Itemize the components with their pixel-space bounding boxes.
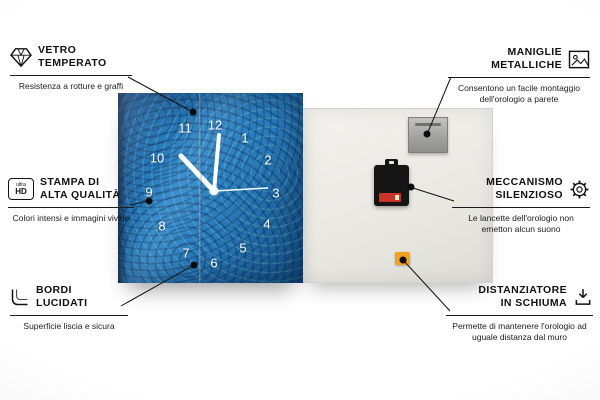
metal-handle — [408, 117, 448, 153]
title-line: STAMPA DI — [40, 176, 100, 188]
callout-description: Le lancette dell'orologio non emetton al… — [468, 213, 574, 235]
callout-title-row: VETRO TEMPERATO — [10, 44, 132, 77]
hour-hand — [178, 153, 217, 194]
callout-vetro-temperato: VETRO TEMPERATO Resistenza a rotture e g… — [10, 44, 132, 92]
clock-number: 12 — [207, 117, 223, 133]
battery — [379, 193, 401, 202]
clock-number: 6 — [210, 255, 218, 271]
callout-title: BORDI LUCIDATI — [36, 284, 87, 310]
callout-bordi-lucidati: BORDI LUCIDATI Superficie liscia e sicur… — [10, 284, 128, 332]
clock-number: 8 — [158, 218, 166, 234]
callout-description: Permette di mantenere l'orologio ad ugua… — [452, 321, 587, 343]
title-line: VETRO — [38, 44, 77, 56]
clock-number: 4 — [263, 216, 271, 232]
callout-title: STAMPA DI ALTA QUALITÀ — [40, 176, 120, 202]
gear-icon — [569, 179, 590, 200]
clock-back-panel — [301, 108, 493, 283]
clock-front-panel: 1 2 3 4 5 6 7 8 9 10 11 12 — [118, 93, 303, 283]
title-line: LUCIDATI — [36, 297, 88, 310]
callout-description: Consentono un facile montaggio dell'orol… — [458, 83, 580, 105]
callout-description: Resistenza a rotture e graffi — [18, 81, 124, 92]
clock-number: 10 — [149, 150, 165, 166]
second-hand — [213, 187, 269, 192]
title-line: IN SCHIUMA — [500, 297, 567, 310]
clock-number: 2 — [264, 152, 272, 168]
callout-title: MECCANISMO SILENZIOSO — [486, 176, 563, 202]
clock-center-cap — [209, 186, 219, 196]
diamond-icon — [10, 47, 32, 68]
title-line: DISTANZIATORE — [478, 284, 567, 296]
ultra-hd-text-bottom: HD — [15, 186, 27, 196]
callout-title-row: MECCANISMO SILENZIOSO — [452, 176, 590, 209]
title-line: SILENZIOSO — [495, 189, 563, 202]
clock-hands — [178, 133, 269, 196]
callout-maniglie-metalliche: MANIGLIE METALLICHE Consentono un facile… — [448, 46, 590, 105]
title-line: METALLICHE — [491, 59, 562, 72]
clock-number: 5 — [239, 240, 247, 256]
foam-spacer-icon — [573, 287, 593, 308]
minute-hand — [212, 133, 221, 193]
callout-title: VETRO TEMPERATO — [38, 44, 107, 70]
mechanism-hanger — [385, 159, 398, 167]
clock-number: 9 — [145, 184, 153, 200]
callout-meccanismo-silenzioso: MECCANISMO SILENZIOSO Le lancette dell'o… — [452, 176, 590, 235]
clock-number: 3 — [272, 185, 280, 201]
clock-mechanism — [374, 159, 409, 206]
title-line: ALTA QUALITÀ — [40, 189, 121, 202]
title-line: MANIGLIE — [507, 46, 562, 58]
foam-spacer — [395, 252, 410, 265]
ultra-hd-text-top: ultra — [16, 181, 26, 188]
polished-edge-icon — [10, 287, 30, 307]
title-line: MECCANISMO — [486, 176, 563, 188]
picture-frame-icon — [568, 50, 590, 69]
callout-title: MANIGLIE METALLICHE — [491, 46, 562, 72]
callout-title-row: DISTANZIATORE IN SCHIUMA — [446, 284, 593, 317]
ultra-hd-icon: ultra HD — [8, 178, 34, 201]
callout-description: Colori intensi e immagini vivide — [12, 213, 130, 224]
callout-distanziatore-schiuma: DISTANZIATORE IN SCHIUMA Permette di man… — [446, 284, 593, 343]
clock-number: 1 — [241, 130, 249, 146]
clock-number: 11 — [178, 120, 192, 136]
title-line: TEMPERATO — [38, 57, 107, 70]
clock-number: 7 — [182, 245, 190, 261]
title-line: BORDI — [36, 284, 72, 296]
callout-stampa-alta-qualita: ultra HD STAMPA DI ALTA QUALITÀ Colori i… — [8, 176, 134, 224]
callout-title: DISTANZIATORE IN SCHIUMA — [478, 284, 567, 310]
callout-title-row: BORDI LUCIDATI — [10, 284, 128, 317]
callout-title-row: ultra HD STAMPA DI ALTA QUALITÀ — [8, 176, 134, 209]
callout-title-row: MANIGLIE METALLICHE — [448, 46, 590, 79]
callout-description: Superficie liscia e sicura — [23, 321, 115, 332]
